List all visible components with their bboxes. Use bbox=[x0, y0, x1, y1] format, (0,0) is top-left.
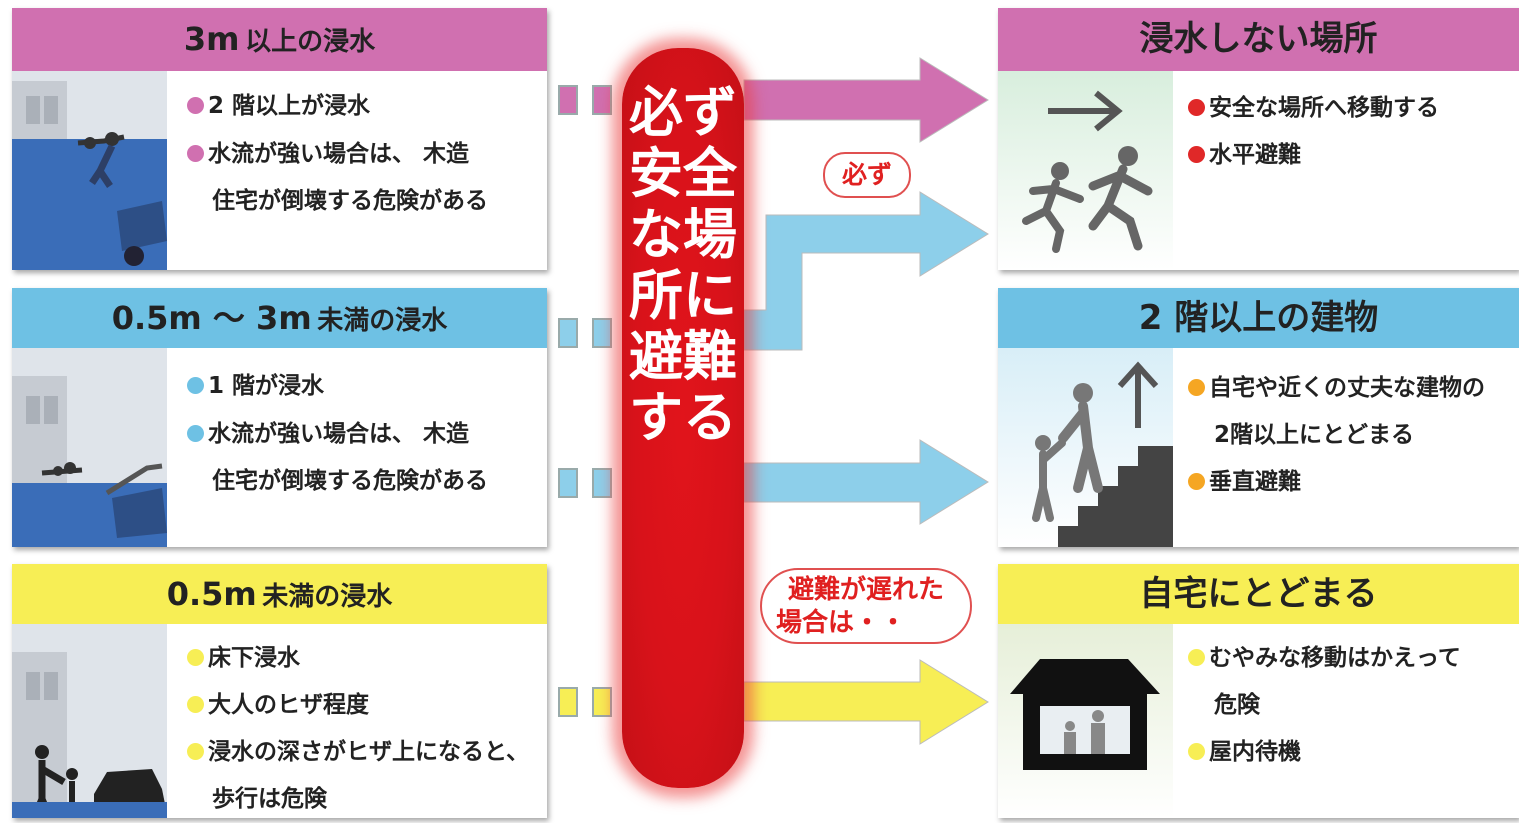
panel-header: 浸水しない場所 bbox=[998, 8, 1519, 71]
list-item: 浸水の深さがヒザ上になると、 bbox=[187, 732, 529, 766]
panel-stay-home: 自宅にとどまる むやみな移動はかえって 危険 屋内待機 bbox=[998, 564, 1519, 818]
list-item: むやみな移動はかえって bbox=[1188, 638, 1461, 672]
bullet-dot-icon bbox=[1188, 743, 1205, 760]
list-item-continuation: 歩行は危険 bbox=[212, 786, 327, 812]
panel-3m-flood: 3m 以上の浸水 2 階以上が浸水 水流が強い場合は、 木造 住宅が倒壊する危険… bbox=[12, 8, 547, 270]
tag-must: 必ず bbox=[823, 152, 911, 198]
bullet-dot-icon bbox=[187, 743, 204, 760]
depth-label: 未満の浸水 bbox=[262, 582, 393, 612]
bullet-dot-icon bbox=[187, 425, 204, 442]
arrow-blue-right-icon bbox=[743, 439, 989, 525]
list-item-continuation: 住宅が倒壊する危険がある bbox=[212, 188, 488, 214]
arrow-blue-bent-icon bbox=[743, 191, 989, 351]
tag-if-late: 避難が遅れた 場合は・・ bbox=[760, 568, 972, 644]
flood-scene-deep-icon bbox=[12, 71, 167, 270]
list-item-continuation: 2階以上にとどまる bbox=[1214, 422, 1415, 448]
bullet-dot-icon bbox=[187, 649, 204, 666]
bullet-dot-icon bbox=[187, 696, 204, 713]
dash-square bbox=[558, 318, 578, 348]
list-item: 大人のヒザ程度 bbox=[187, 685, 369, 719]
dash-square bbox=[592, 85, 612, 115]
bullet-dot-icon bbox=[1188, 99, 1205, 116]
bullet-dot-icon bbox=[187, 377, 204, 394]
panel-under-0.5m-flood: 0.5m 未満の浸水 床下浸水 大人のヒザ程度 浸水の深さがヒザ上になると、 歩… bbox=[12, 564, 547, 818]
dash-square bbox=[558, 85, 578, 115]
depth-value: 0.5m 〜 3m bbox=[111, 299, 312, 337]
dash-square bbox=[592, 318, 612, 348]
flood-scene-medium-icon bbox=[12, 348, 167, 547]
dash-square bbox=[558, 687, 578, 717]
arrow-pink-right-icon bbox=[743, 57, 989, 143]
list-item: 自宅や近くの丈夫な建物の bbox=[1188, 368, 1485, 402]
panel-header: 0.5m 未満の浸水 bbox=[12, 564, 547, 624]
list-item: 垂直避難 bbox=[1188, 462, 1301, 496]
bullet-dot-icon bbox=[1188, 473, 1205, 490]
list-item: 水流が強い場合は、 木造 bbox=[187, 134, 469, 168]
panel-header: 自宅にとどまる bbox=[998, 564, 1519, 624]
dash-square bbox=[592, 687, 612, 717]
list-item: 水平避難 bbox=[1188, 135, 1301, 169]
dash-square bbox=[558, 468, 578, 498]
bullet-dot-icon bbox=[187, 97, 204, 114]
list-item: 1 階が浸水 bbox=[187, 366, 324, 400]
bullet-dot-icon bbox=[1188, 379, 1205, 396]
dash-square bbox=[592, 468, 612, 498]
panel-header: 2 階以上の建物 bbox=[998, 288, 1519, 348]
panel-header: 3m 以上の浸水 bbox=[12, 8, 547, 71]
list-item: 屋内待機 bbox=[1188, 732, 1301, 766]
panel-upper-floor: 2 階以上の建物 自宅や近くの丈夫な建物の 2階以上にとどまる 垂直避難 bbox=[998, 288, 1519, 547]
arrow-yellow-right-icon bbox=[743, 659, 989, 745]
panel-header: 0.5m 〜 3m 未満の浸水 bbox=[12, 288, 547, 348]
depth-value: 0.5m bbox=[166, 575, 257, 613]
flood-scene-shallow-icon bbox=[12, 624, 167, 818]
bullet-dot-icon bbox=[1188, 649, 1205, 666]
list-item: 安全な場所へ移動する bbox=[1188, 88, 1439, 122]
evacuate-text: 必ず安全な場所に避難する bbox=[629, 81, 737, 449]
panel-safe-place: 浸水しない場所 安全な場所へ移動する 水平避難 bbox=[998, 8, 1519, 270]
list-item: 2 階以上が浸水 bbox=[187, 86, 370, 120]
panel-0.5-3m-flood: 0.5m 〜 3m 未満の浸水 1 階が浸水 水流が強い場合は、 木造 住宅が倒… bbox=[12, 288, 547, 547]
list-item: 水流が強い場合は、 木造 bbox=[187, 414, 469, 448]
list-item-continuation: 危険 bbox=[1214, 692, 1260, 718]
depth-label: 未満の浸水 bbox=[317, 306, 448, 336]
house-shelter-icon bbox=[998, 624, 1173, 818]
running-people-icon bbox=[998, 71, 1173, 270]
bullet-dot-icon bbox=[187, 145, 204, 162]
bullet-dot-icon bbox=[1188, 146, 1205, 163]
evacuate-banner: 必ず安全な場所に避難する bbox=[622, 48, 744, 788]
list-item: 床下浸水 bbox=[187, 638, 300, 672]
depth-label: 以上の浸水 bbox=[245, 27, 376, 57]
stairs-climbing-icon bbox=[998, 348, 1173, 547]
list-item-continuation: 住宅が倒壊する危険がある bbox=[212, 468, 488, 494]
depth-value: 3m bbox=[183, 20, 240, 58]
